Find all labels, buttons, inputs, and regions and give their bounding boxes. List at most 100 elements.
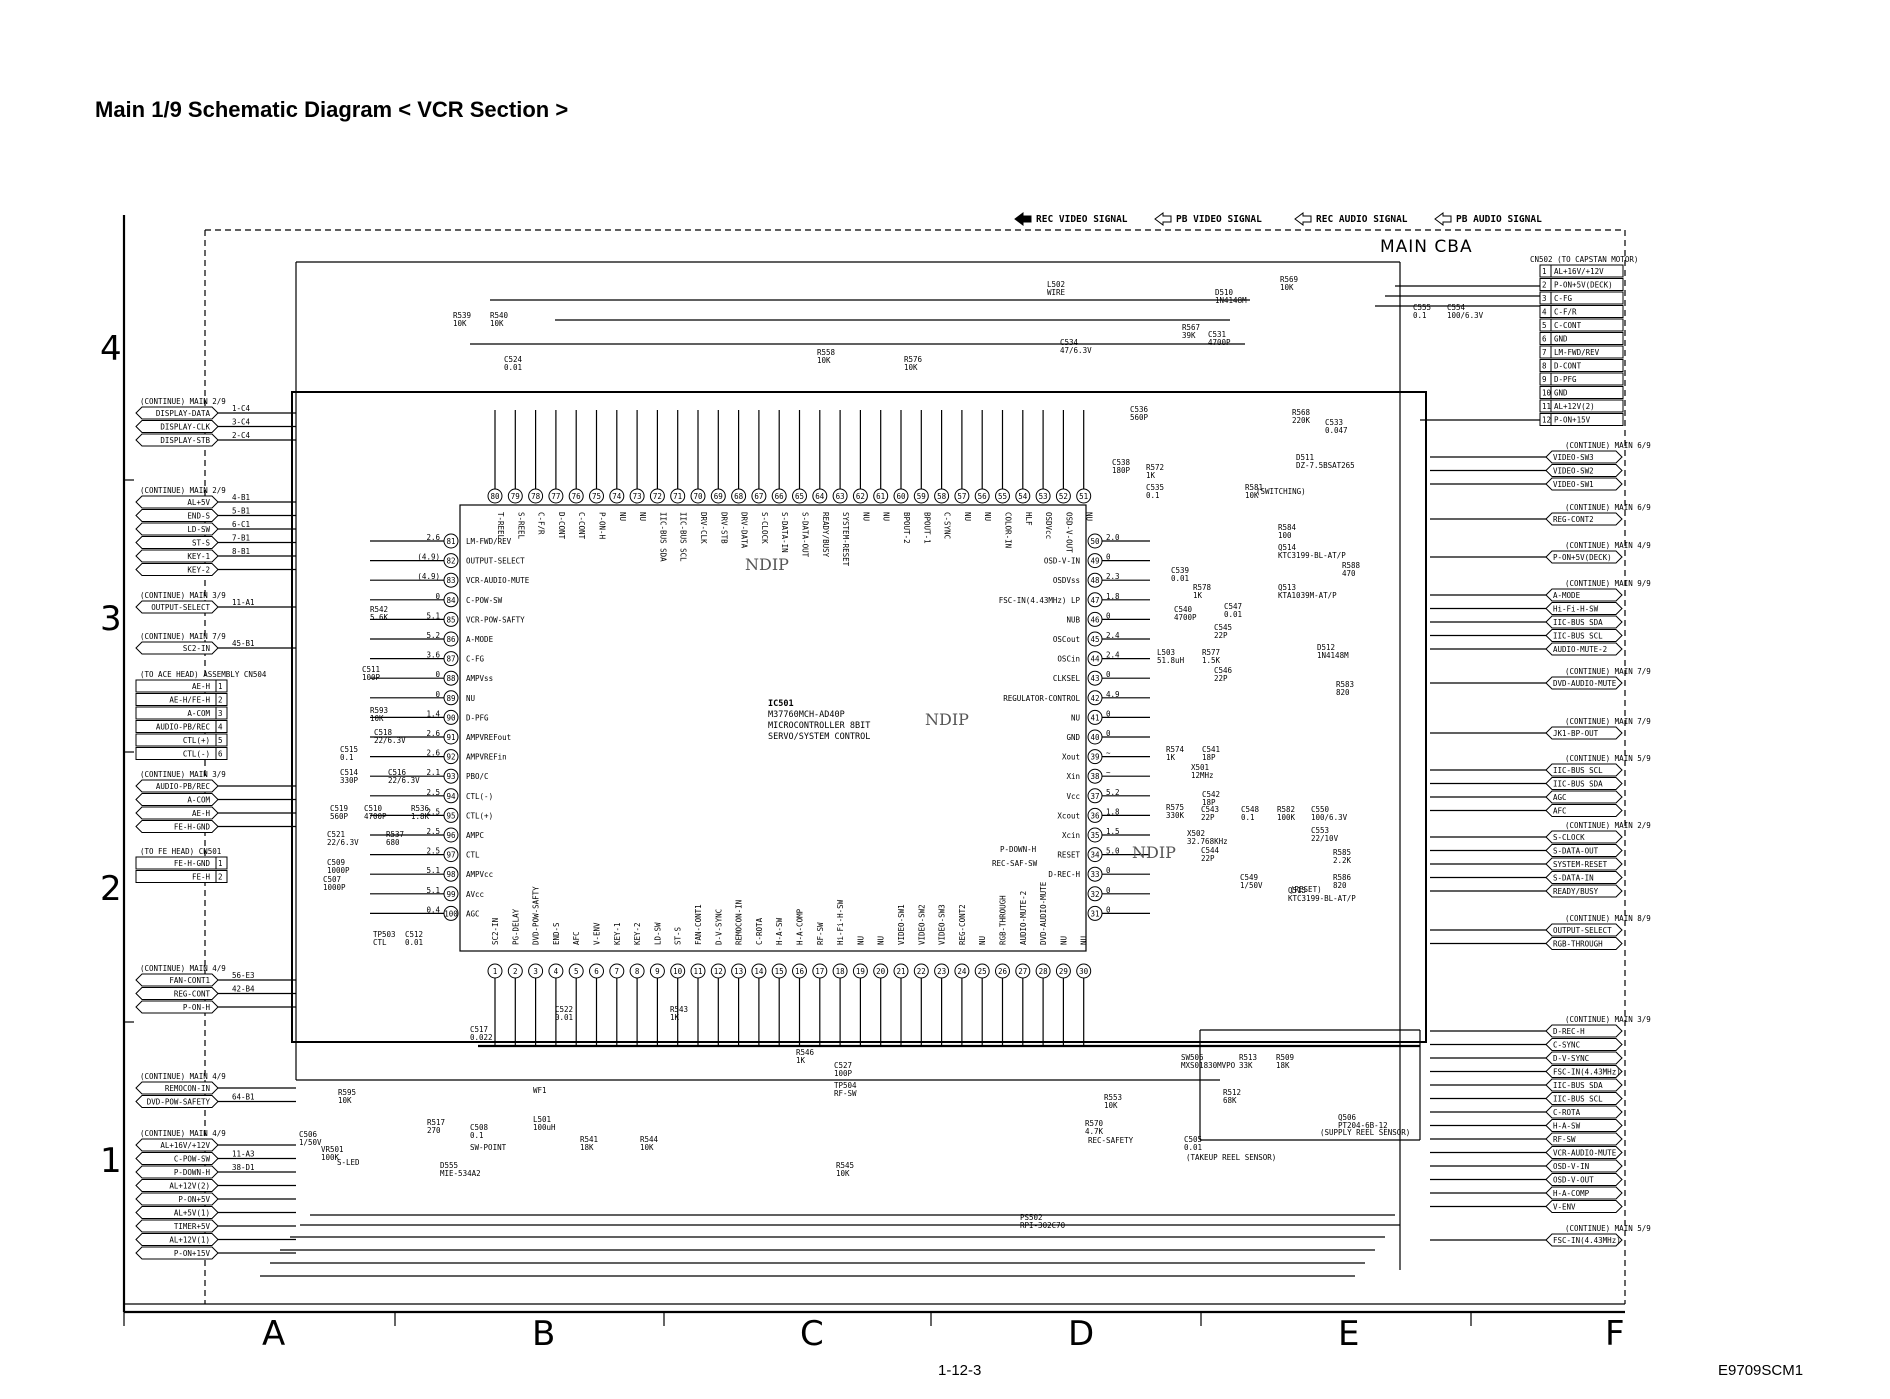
ic-description: SERVO/SYSTEM CONTROL (768, 732, 870, 742)
ic-pin-name: AFC (572, 931, 581, 945)
connector-pin-number-box (215, 720, 228, 733)
ic-pin-number: 6 (594, 967, 599, 976)
cross-ref: 8-B1 (232, 547, 250, 556)
ic-pin-number: 34 (1090, 851, 1100, 860)
signal-tag-label: DISPLAY-CLK (160, 423, 210, 432)
ic-pin-number: 59 (917, 492, 926, 501)
signal-tag (1545, 676, 1623, 690)
grid-row-label: 3 (100, 599, 122, 639)
component-ref: R578 (1193, 583, 1212, 592)
pin-voltage: 4.9 (1106, 690, 1120, 699)
connector-pin-number: 4 (1542, 308, 1547, 317)
signal-tag-label: Hi-Fi-H-SW (1553, 605, 1599, 614)
signal-tag (1545, 871, 1623, 884)
signal-tag (1545, 790, 1623, 804)
ic-pin-name: VCR-AUDIO-MUTE (466, 576, 530, 585)
connector-signal: CTL(-) (183, 750, 210, 759)
ic-pin-name: H-A-COMP (796, 908, 805, 945)
component-ref: C541 (1202, 745, 1220, 754)
ic-pin-number: 58 (937, 492, 947, 501)
connector-pin-number: 6 (1542, 335, 1547, 344)
component-value: 1K (670, 1013, 680, 1022)
ic-pin-number: 73 (633, 492, 642, 501)
label-rec-saf-sw: REC-SAF-SW (992, 859, 1038, 868)
signal-tag-label: KEY-2 (187, 566, 210, 575)
ic-pin-name: D-V-SYNC (714, 909, 723, 945)
cross-ref: 1-C4 (232, 404, 251, 413)
cross-ref: 38-D1 (232, 1163, 255, 1172)
component-value: 10K (453, 319, 467, 328)
component-ref: R558 (817, 348, 836, 357)
component-value: KTC3199-BL-AT/P (1278, 551, 1346, 560)
ic-pin-number: 20 (876, 967, 886, 976)
pin-voltage: 0 (1106, 709, 1111, 718)
ic-pin-name: SYSTEM-RESET (841, 512, 850, 567)
signal-tag-label: TIMER+5V (174, 1222, 211, 1231)
connector-pin-box (1550, 372, 1624, 386)
ic-pin-name: DVD-POW-SAFTY (532, 886, 541, 945)
ic-pin-number: 12 (714, 967, 723, 976)
connector-pin-number: 10 (1542, 389, 1552, 398)
component-ref: X502 (1187, 829, 1205, 838)
component-ref: C505 (1184, 1135, 1202, 1144)
ic-pin-name: END-S (552, 922, 561, 945)
component-ref: R536 (411, 804, 430, 813)
ic-pin-name: NU (1080, 936, 1089, 945)
pin-voltage: 5.2 (1106, 788, 1120, 797)
ic-pin-number: 4 (554, 967, 559, 976)
ic-pin-name: Vcc (1066, 792, 1080, 801)
pin-voltage: (4.9) (417, 553, 440, 562)
pin-voltage: 0 (1106, 905, 1111, 914)
component-value: 0.1 (470, 1131, 484, 1140)
component-ref: R575 (1166, 803, 1184, 812)
ic-pin-number: 33 (1090, 870, 1099, 879)
component-ref: C540 (1174, 605, 1193, 614)
legend-arrow-icon (1154, 212, 1172, 226)
ic-pin-number: 23 (937, 967, 946, 976)
component-ref: C531 (1208, 330, 1226, 339)
ic-pin-name: CTL(+) (466, 811, 493, 820)
component-value: 1N4148M (1317, 651, 1349, 660)
ic-pin-number: 82 (446, 557, 455, 566)
signal-tag (1545, 857, 1623, 871)
signal-tag-label: H-A-SW (1553, 1122, 1581, 1131)
ic-pin-name: NU (877, 936, 886, 945)
pin-voltage: 2.6 (426, 533, 440, 542)
signal-tag-label: FSC-IN(4.43MHz) (1553, 1236, 1621, 1245)
ic-pin-name: Xcin (1062, 831, 1080, 840)
signal-tag-label: SYSTEM-RESET (1553, 860, 1608, 869)
ic-pin-name: VIDEO-SW1 (897, 904, 906, 945)
ic-pin-name: D-PFG (466, 713, 489, 722)
ic-pin-number: 1 (493, 967, 498, 976)
right-group-heading: (CONTINUE) MAIN 7/9 (1565, 717, 1651, 726)
ic-pin-number: 24 (957, 967, 967, 976)
connector-pin-box (1550, 345, 1624, 359)
component-ref: C515 (340, 745, 358, 754)
component-ref: C517 (470, 1025, 488, 1034)
ic-pin-number: 26 (998, 967, 1008, 976)
legend-arrow-icon (1434, 212, 1452, 226)
connector-pin-number-box (215, 693, 228, 706)
component-value: 51.8uH (1157, 656, 1185, 665)
signal-tag-label: S-DATA-IN (1553, 874, 1594, 883)
component-ref: R577 (1202, 648, 1220, 657)
left-group-heading: (TO FE HEAD) CN501 (140, 847, 221, 856)
signal-tag (1545, 1200, 1623, 1213)
connector-pin-number: 5 (1542, 321, 1547, 330)
ic-pin-number: 77 (551, 492, 560, 501)
left-group-heading: (TO ACE HEAD) ASSEMBLY CN504 (140, 670, 267, 679)
ic-pin-name: OSDVss (1053, 576, 1080, 585)
legend-arrow-icon (1294, 212, 1312, 226)
ic-pin-name: CTL (466, 851, 480, 860)
component-value: 100P (362, 673, 381, 682)
ic-pin-number: 19 (856, 967, 865, 976)
component-ref: R513 (1239, 1053, 1257, 1062)
ic-pin-name: OSCout (1053, 635, 1080, 644)
connector-signal: P-ON+15V (1554, 416, 1591, 425)
left-group-heading: (CONTINUE) MAIN 3/9 (140, 591, 226, 600)
ic-pin-name: C-SYNC (943, 512, 952, 539)
connector-pin-box (1550, 399, 1624, 413)
ic-pin-number: 9 (655, 967, 660, 976)
component-value: 0.1 (1413, 311, 1427, 320)
